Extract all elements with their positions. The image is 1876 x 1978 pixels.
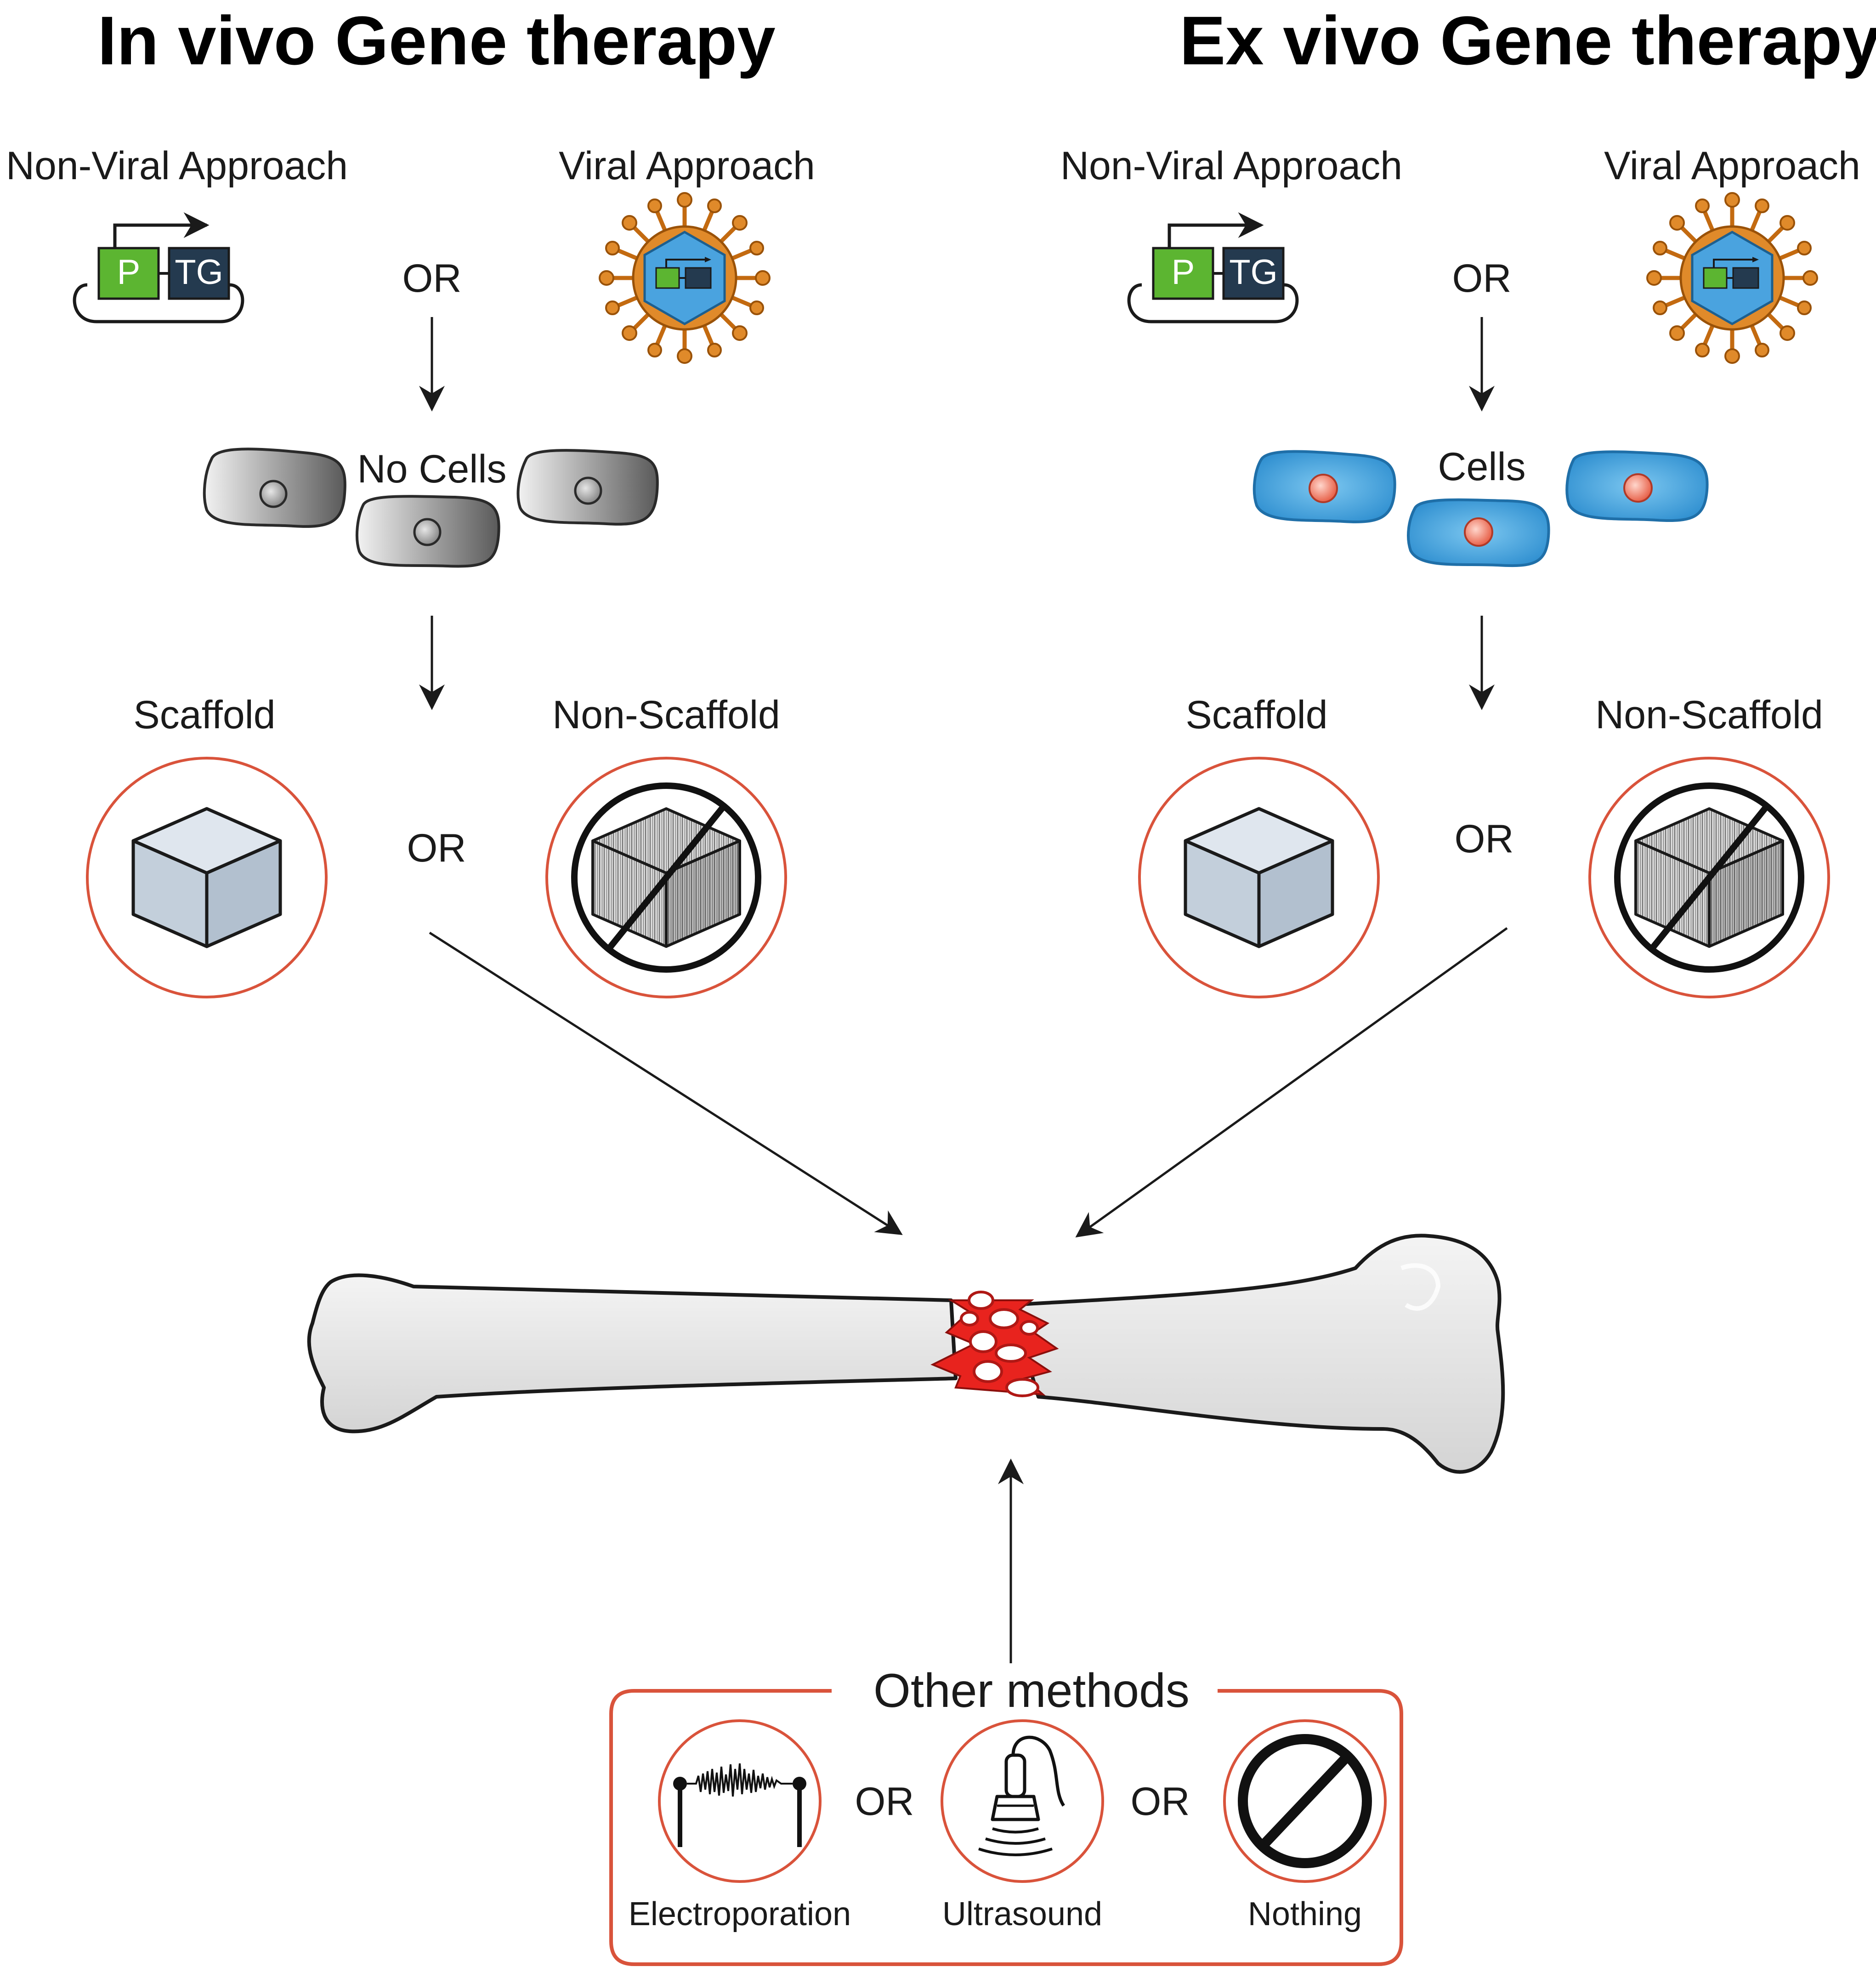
ex-vivo-title: Ex vivo Gene therapy <box>1179 2 1876 79</box>
in-vivo-scaffold-icon <box>86 757 328 998</box>
transgene-label: TG <box>175 253 223 292</box>
ex-vivo-plasmid-icon: P TG <box>1129 225 1297 322</box>
in-vivo-title: In vivo Gene therapy <box>97 2 775 79</box>
other-methods-title: Other methods <box>873 1664 1190 1717</box>
other-methods-or-2: OR <box>1131 1780 1190 1824</box>
electroporation-icon <box>658 1719 822 1883</box>
ex-vivo-non-viral-label: Non-Viral Approach <box>1060 144 1402 188</box>
ex-vivo-arrow-to-bone <box>1075 927 1508 1238</box>
ex-vivo-scaffold-label: Scaffold <box>1185 693 1327 737</box>
in-vivo-no-cells-icon <box>203 448 659 568</box>
nothing-icon <box>1223 1719 1387 1883</box>
ex-vivo-non-scaffold-label: Non-Scaffold <box>1595 693 1823 737</box>
in-vivo-or-top: OR <box>402 256 462 300</box>
in-vivo-non-scaffold-icon <box>545 757 787 998</box>
in-vivo-or-scaffold: OR <box>407 826 466 870</box>
nothing-label: Nothing <box>1248 1896 1362 1933</box>
ex-vivo-scaffold-icon <box>1138 757 1380 998</box>
promoter-label: P <box>117 253 141 292</box>
ex-vivo-cells-label: Cells <box>1438 445 1525 489</box>
electroporation-label: Electroporation <box>629 1896 851 1933</box>
in-vivo-plasmid-icon: P TG <box>74 225 243 322</box>
transgene-label: TG <box>1229 253 1278 292</box>
in-vivo-cells-label: No Cells <box>357 447 507 491</box>
fractured-bone <box>307 1234 1505 1474</box>
other-methods-or-1: OR <box>855 1780 914 1824</box>
ex-vivo-virus-icon <box>1647 193 1817 363</box>
ex-vivo-non-scaffold-icon <box>1588 757 1830 998</box>
ex-vivo-viral-label: Viral Approach <box>1604 144 1860 188</box>
in-vivo-non-scaffold-label: Non-Scaffold <box>552 693 780 737</box>
in-vivo-scaffold-label: Scaffold <box>133 693 275 737</box>
other-methods-box <box>609 1689 1403 1966</box>
ultrasound-label: Ultrasound <box>942 1896 1102 1933</box>
in-vivo-arrow-to-bone <box>429 931 903 1236</box>
ultrasound-icon <box>941 1719 1104 1883</box>
ex-vivo-cells-icon <box>1253 450 1709 567</box>
in-vivo-virus-icon <box>600 193 770 363</box>
promoter-label: P <box>1172 253 1195 292</box>
ex-vivo-or-top: OR <box>1452 256 1512 300</box>
in-vivo-viral-label: Viral Approach <box>559 144 815 188</box>
ex-vivo-or-scaffold: OR <box>1455 817 1514 861</box>
in-vivo-non-viral-label: Non-Viral Approach <box>6 144 348 188</box>
